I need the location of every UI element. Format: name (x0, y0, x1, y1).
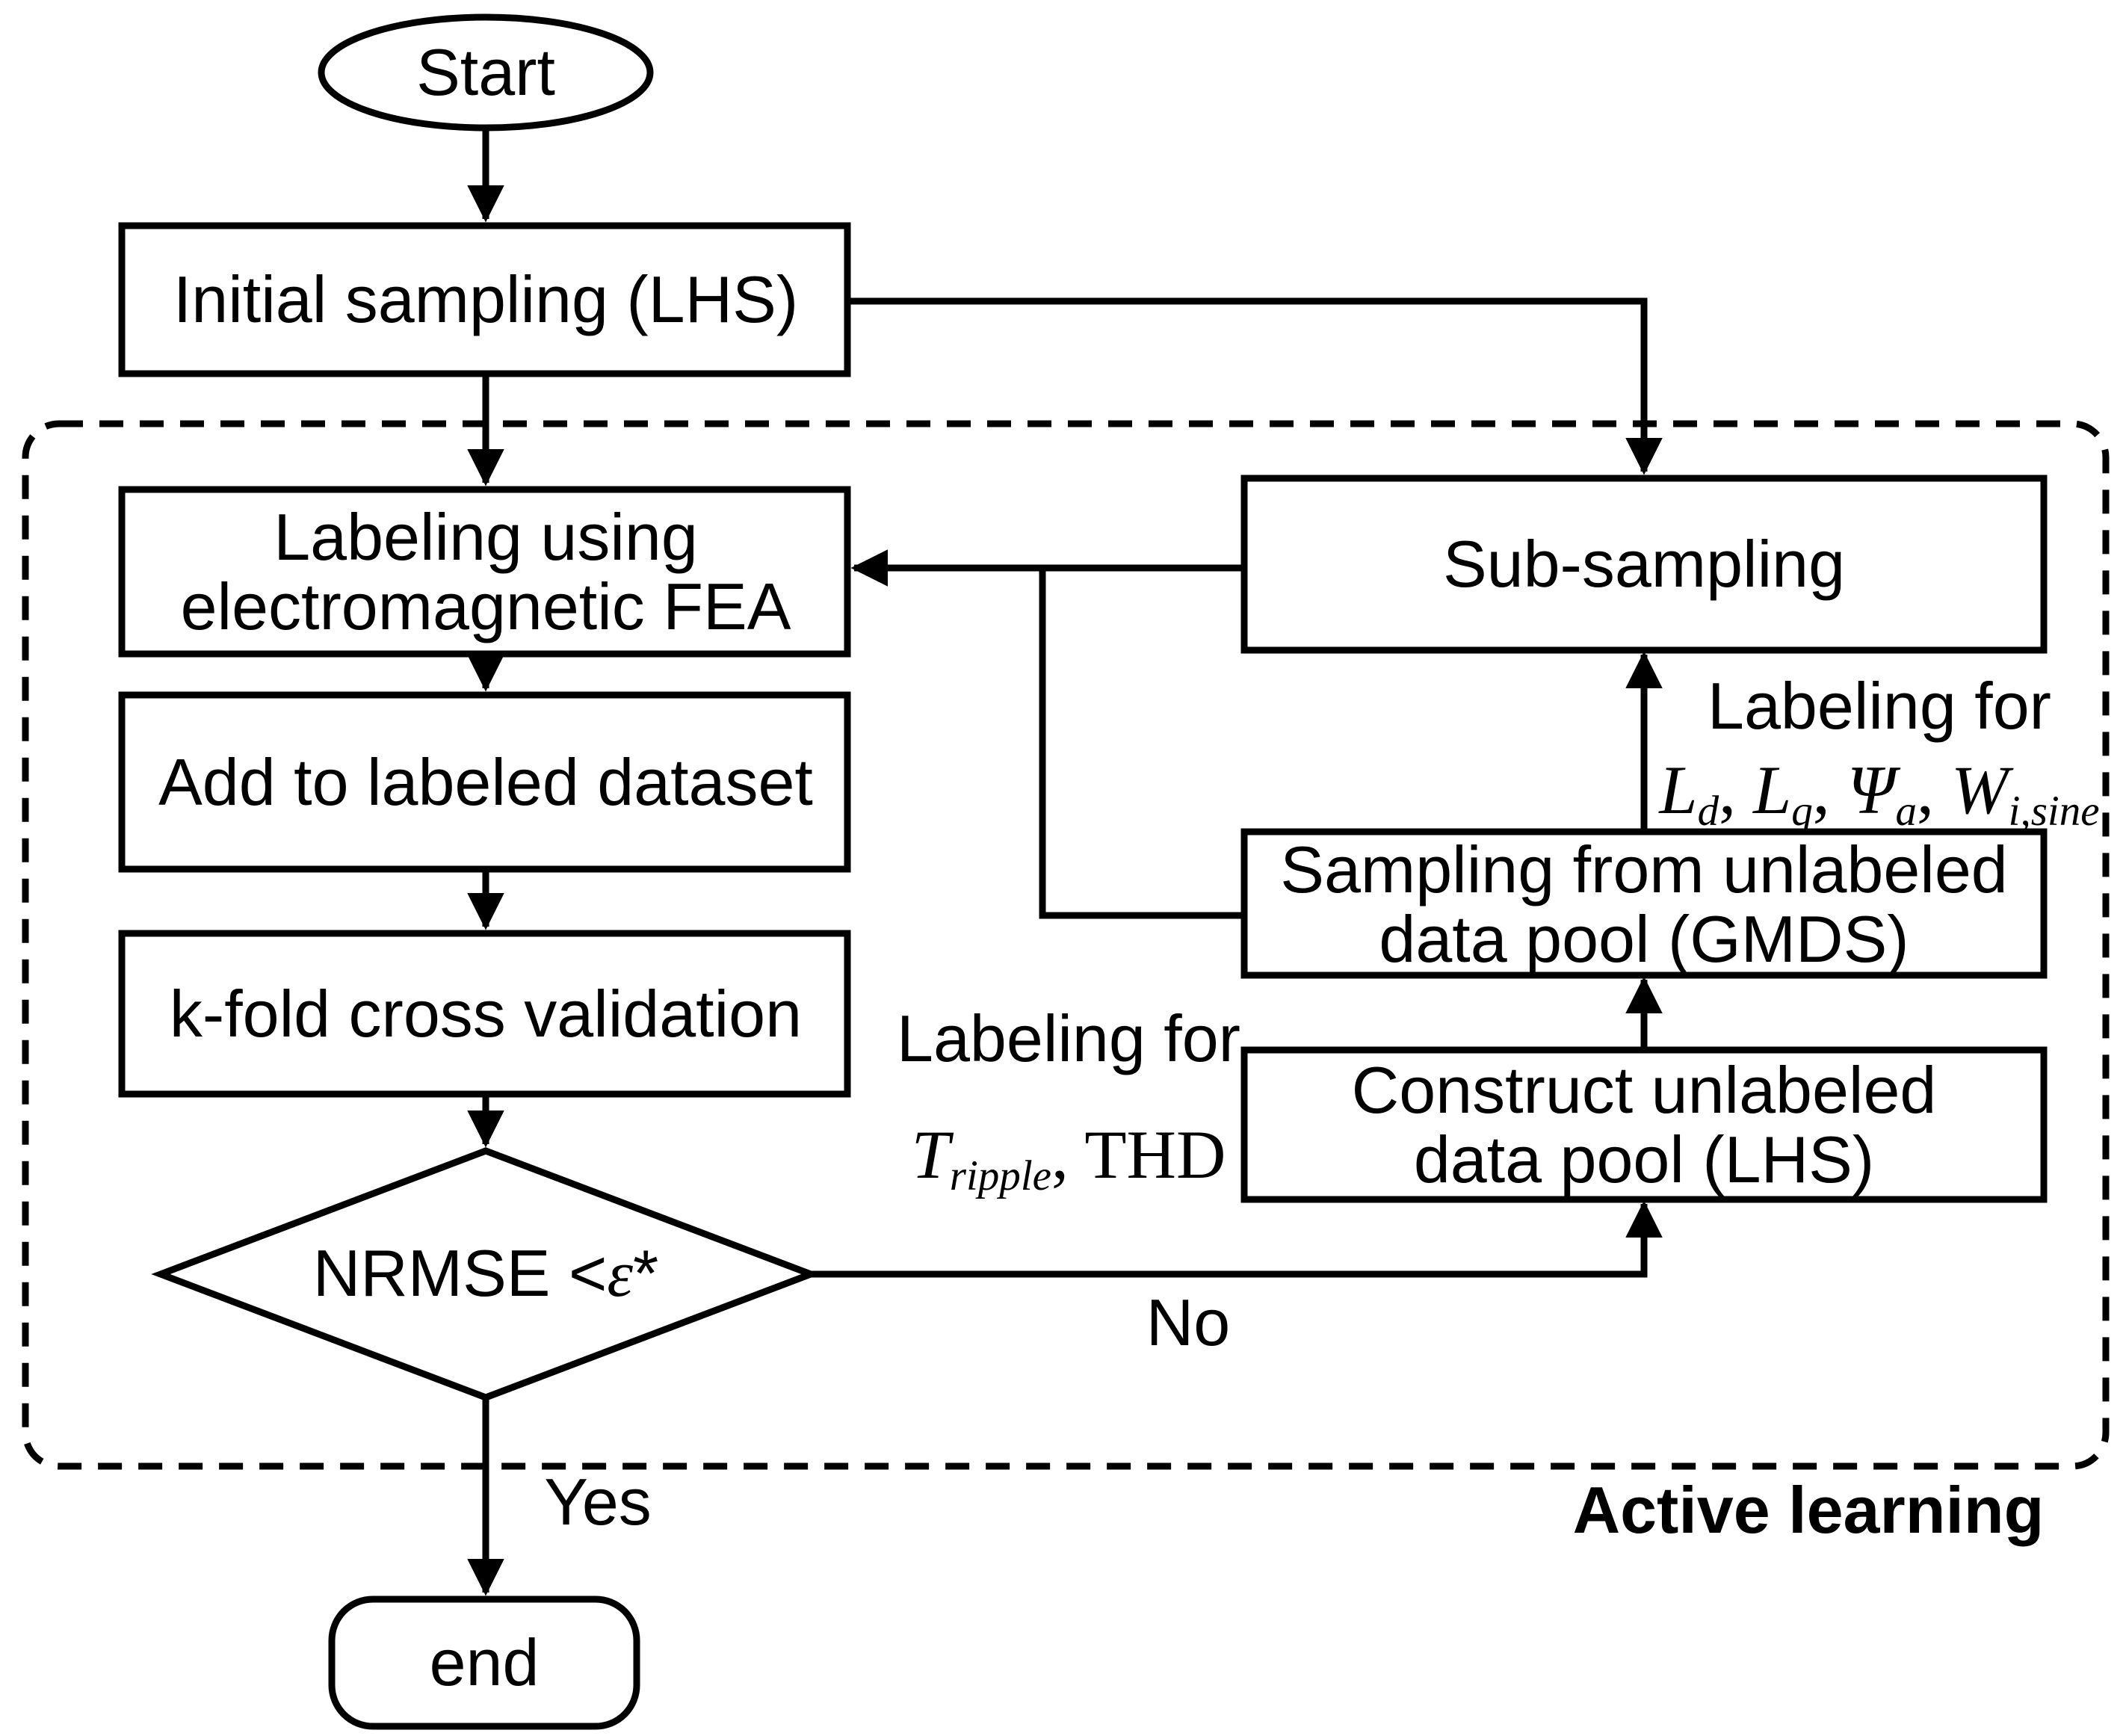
construct-pool-label: Construct unlabeled data pool (LHS) (1351, 1052, 1937, 1196)
labeling-right-intro-label: Labeling for (1708, 669, 2051, 744)
add-labeled-label: Add to labeled dataset (158, 744, 813, 819)
arrow-initial-to-subsampling (847, 297, 1663, 475)
arrow-decision-no-to-pool (811, 1200, 1663, 1278)
nrmse-decision-diamond (151, 1147, 821, 1401)
active-learning-container-border (22, 420, 2110, 1470)
initial-sampling-box (118, 222, 851, 377)
sampling-gmds-box (1240, 828, 2048, 979)
start-label: Start (416, 35, 555, 110)
active-learning-label: Active learning (1572, 1473, 2045, 1548)
sub-sampling-label: Sub-sampling (1442, 527, 1846, 602)
end-box (328, 1596, 640, 1730)
start-ellipse (318, 13, 654, 132)
labeling-fea-box (118, 486, 851, 658)
labeling-right-math-label: Ld, Lq, Ψa, Wi,sine (1659, 752, 2100, 835)
construct-pool-box (1240, 1046, 2048, 1203)
labeling-left-intro-label: Labeling for (897, 1001, 1240, 1076)
no-edge-label: No (1146, 1285, 1231, 1360)
nrmse-decision-label: NRMSE <ε* (312, 1236, 659, 1312)
end-label: end (429, 1625, 540, 1700)
labeling-fea-label: Labeling using electromagnetic FEA (180, 499, 791, 643)
add-labeled-box (118, 691, 851, 873)
sampling-gmds-label: Sampling from unlabeled data pool (GMDS) (1280, 832, 2008, 976)
kfold-label: k-fold cross validation (169, 976, 803, 1051)
kfold-box (118, 930, 851, 1098)
initial-sampling-label: Initial sampling (LHS) (173, 262, 799, 337)
labeling-left-math-label: Tripple, THD (911, 1116, 1226, 1200)
yes-edge-label: Yes (544, 1465, 652, 1539)
sub-sampling-box (1240, 475, 2048, 654)
connector-gmds-to-fea-branch (1039, 568, 1244, 919)
